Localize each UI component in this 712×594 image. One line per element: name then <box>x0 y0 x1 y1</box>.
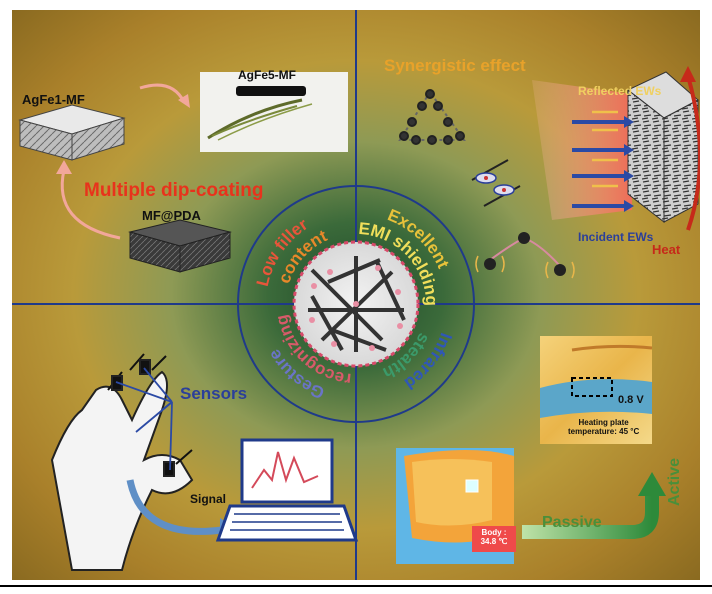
nanoparticles <box>309 265 403 351</box>
reflected-arrows <box>592 110 618 188</box>
graphics-layer: Low filler content Excellent EMI shieldi… <box>12 10 700 580</box>
figure-background: Low filler content Excellent EMI shieldi… <box>12 10 700 580</box>
passive-active-arrow-head <box>638 472 666 496</box>
mfpda-foam-block <box>128 219 232 273</box>
shield-block <box>627 71 699 224</box>
heating-line-2: temperature: 45 °C <box>568 427 640 436</box>
outer-ring <box>237 185 475 423</box>
heat-arrow-head <box>680 66 696 82</box>
magnetic-particles <box>475 232 575 279</box>
agfe5-photo <box>200 72 348 152</box>
signal-arrow <box>126 479 223 535</box>
arrow-head-left <box>56 160 72 174</box>
agfe1-foam-block <box>18 104 126 161</box>
passive-active-arrow <box>522 492 659 539</box>
thermal-image-heating-plate <box>540 336 653 444</box>
sensor-lines <box>115 367 173 471</box>
dipole-ellipses <box>471 159 521 207</box>
label-agfe5-mf: AgFe5-MF <box>238 68 296 82</box>
label-heat: Heat <box>652 242 681 257</box>
label-signal: Signal <box>190 492 227 506</box>
title-synergistic-effect: Synergistic effect <box>384 56 526 75</box>
arrow-agfe1-to-agfe5 <box>139 83 186 103</box>
thermal-image-body <box>396 448 516 564</box>
label-body-temp: Body : 34.8 ℃ <box>474 528 514 546</box>
synergy-triangle-molecule <box>398 89 466 145</box>
incident-arrows <box>572 120 624 208</box>
label-active: Active <box>666 457 683 506</box>
arrow-head-top <box>178 94 190 108</box>
arrow-mfpda-to-agfe1 <box>60 169 121 240</box>
label-reflected-ews: Reflected EWs <box>578 84 662 98</box>
label-incident-ews: Incident EWs <box>578 230 654 244</box>
heating-line-1: Heating plate <box>578 418 629 427</box>
label-agfe1-mf: AgFe1-MF <box>22 92 85 107</box>
incident-arrow-heads <box>624 116 634 212</box>
laptop-illustration <box>215 438 359 542</box>
label-mf-pda: MF@PDA <box>142 208 201 223</box>
label-passive: Passive <box>542 514 602 531</box>
body-line-1: Body : <box>481 528 507 537</box>
label-heating-plate: Heating plate temperature: 45 °C <box>568 418 639 436</box>
label-voltage: 0.8 V <box>618 394 644 406</box>
bottom-rule <box>0 585 712 587</box>
label-sensors: Sensors <box>180 384 248 403</box>
body-line-2: 34.8 ℃ <box>480 537 508 546</box>
heat-arrow <box>686 75 700 231</box>
title-multiple-dip-coating: Multiple dip-coating <box>84 180 264 201</box>
